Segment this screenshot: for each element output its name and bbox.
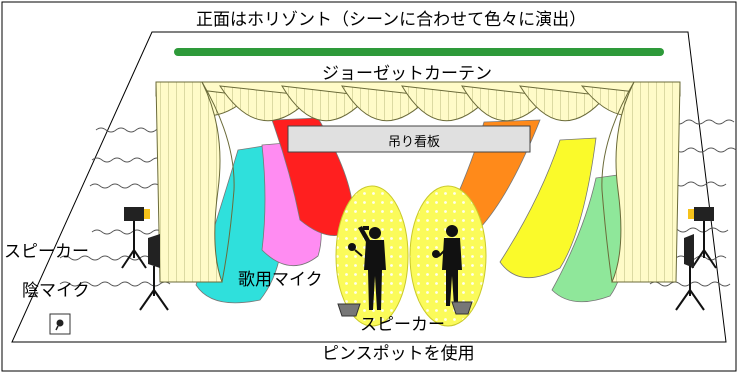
microphone-right-icon (432, 249, 446, 258)
georgette-curtain-label: ジョーゼットカーテン (322, 64, 492, 84)
hanging-sign-label: 吊り看板 (388, 135, 441, 150)
performer-right-icon (442, 225, 462, 306)
microphone-left-icon (348, 243, 363, 257)
curtain-left (155, 81, 223, 283)
song-mic-label: 歌用マイク (238, 270, 323, 290)
hidden-mic-label: 陰マイク (22, 281, 90, 301)
hanging-sign (287, 125, 531, 153)
hidden-mic-icon (49, 313, 71, 335)
performer-left-icon (358, 226, 386, 310)
speaker-left-label: スピーカー (4, 242, 89, 262)
side-waves-left (59, 127, 173, 287)
pin-spot-label: ピンスポットを使用 (322, 344, 475, 364)
curtain-right (611, 81, 681, 283)
speaker-center-label: スピーカー (360, 315, 445, 335)
speaker-box-left-icon (337, 303, 361, 317)
curtain-left-fold (201, 81, 235, 283)
light-beams (195, 117, 626, 304)
beam-yellow (499, 137, 597, 279)
speaker-lower-left-icon (139, 234, 169, 311)
curtain-right-fold (601, 81, 635, 283)
speaker-box-right-icon (451, 301, 473, 315)
horizon-caption: 正面はホリゾント（シーンに合わせて色々に演出） (196, 10, 587, 30)
valance-swags (165, 85, 674, 122)
speaker-lower-right-icon (675, 234, 705, 311)
speaker-upper-left-icon (121, 207, 150, 269)
